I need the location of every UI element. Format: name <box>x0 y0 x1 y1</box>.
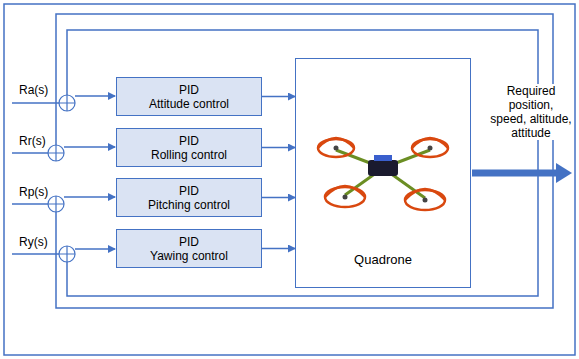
process-box: PIDRolling control <box>116 128 262 167</box>
signal-arrow <box>262 197 295 199</box>
box-heading: PID <box>179 235 199 249</box>
signal-name: Ra(s) <box>18 83 49 97</box>
output-label: Required position, speed, altitude, atti… <box>488 84 574 140</box>
process-box: PIDAttitude control <box>116 77 262 116</box>
output-arrow <box>472 163 572 183</box>
box-text: Attitude control <box>149 97 229 111</box>
signal-arrow <box>262 147 295 149</box>
box-heading: PID <box>179 184 199 198</box>
box-text: Yawing control <box>150 249 228 263</box>
box-heading: PID <box>179 83 199 97</box>
drone-illustration <box>318 138 448 210</box>
signal-arrow <box>262 96 295 98</box>
process-box: PIDPitching control <box>116 178 262 217</box>
box-heading: PID <box>179 134 199 148</box>
signal-arrow <box>262 248 295 250</box>
signal-name: Rp(s) <box>18 185 49 199</box>
signal-name: Rr(s) <box>18 134 47 148</box>
signal-wires <box>12 14 553 308</box>
frame-border <box>4 4 575 355</box>
signal-name: Ry(s) <box>18 235 49 249</box>
box-text: Quadrone <box>352 253 414 267</box>
process-box: PIDYawing control <box>116 229 262 268</box>
box-text: Rolling control <box>151 148 227 162</box>
box-text: Pitching control <box>148 198 230 212</box>
plant-box: Quadrone <box>295 58 471 288</box>
summing-junction <box>48 95 75 262</box>
